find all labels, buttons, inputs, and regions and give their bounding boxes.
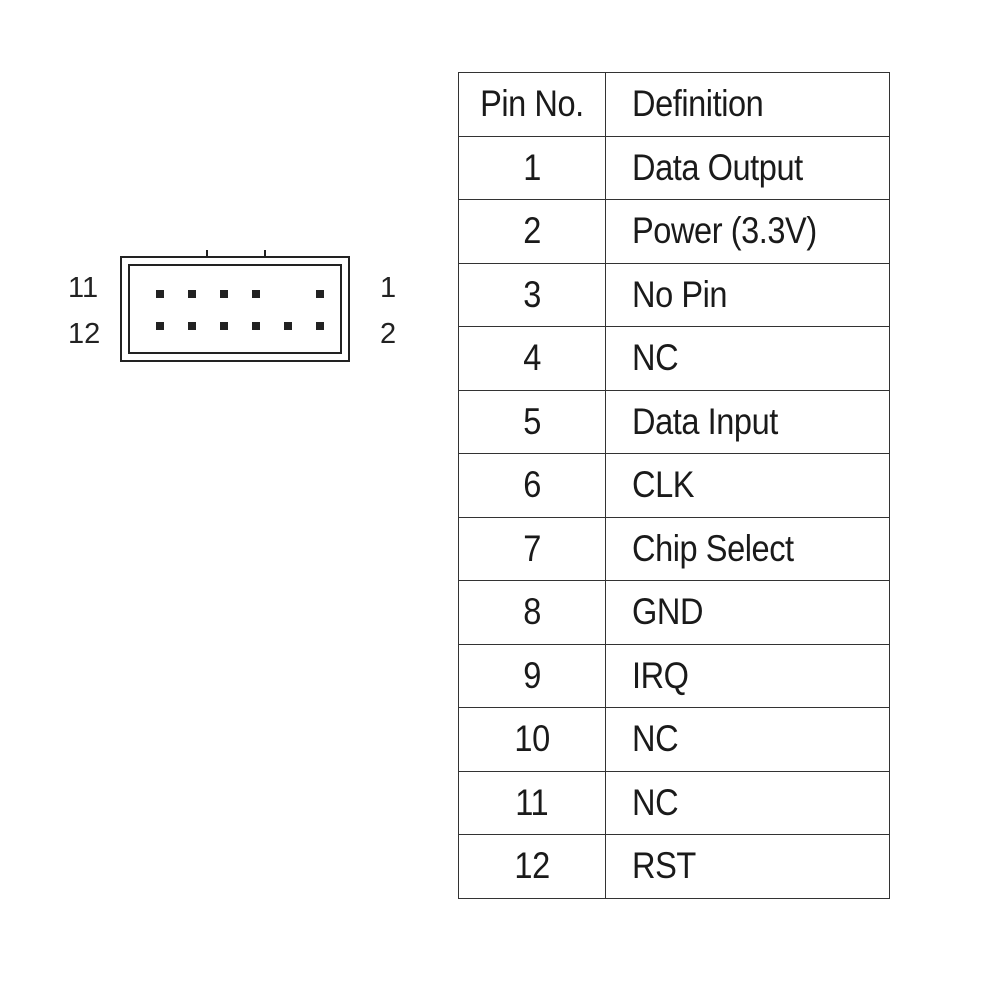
pin-number-cell: 11: [458, 770, 606, 835]
header-pin-dot: [252, 290, 260, 298]
pin-number-cell: 3: [458, 262, 606, 327]
pin-definition-cell: GND: [605, 580, 890, 645]
pin-number-cell: 10: [458, 707, 606, 772]
pin-definition-cell: Chip Select: [605, 516, 890, 581]
table-header-row: Pin No. Definition: [458, 72, 890, 137]
pin-number-cell: 7: [458, 516, 606, 581]
header-pin-dot: [252, 322, 260, 330]
pin-definition-cell: NC: [605, 326, 890, 391]
header-pin-dot: [316, 322, 324, 330]
pin-label-top-left: 11: [68, 272, 99, 304]
pin-number-cell: 2: [458, 199, 606, 264]
header-pin-dot: [220, 322, 228, 330]
pin-definition-cell: Data Output: [605, 135, 890, 200]
header-pin-dot: [188, 322, 196, 330]
header-definition: Definition: [605, 72, 890, 137]
pin-header-inner: [128, 264, 342, 354]
pin-definition-cell: Data Input: [605, 389, 890, 454]
pin-definition-cell: Power (3.3V): [605, 199, 890, 264]
pin-number-cell: 8: [458, 580, 606, 645]
pin-definition-cell: CLK: [605, 453, 890, 518]
header-pin-dot: [156, 322, 164, 330]
pin-label-bottom-right: 2: [380, 318, 397, 350]
header-pin-dot: [316, 290, 324, 298]
pin-definition-cell: NC: [605, 770, 890, 835]
header-key-notch: [206, 250, 266, 258]
pin-number-cell: 12: [458, 834, 606, 899]
pin-number-cell: 6: [458, 453, 606, 518]
pin-label-top-right: 1: [380, 272, 397, 304]
pin-number-cell: 1: [458, 135, 606, 200]
header-pin-dot: [220, 290, 228, 298]
header-pin-dot: [188, 290, 196, 298]
pin-number-cell: 9: [458, 643, 606, 708]
pin-number-cell: 5: [458, 389, 606, 454]
pin-definition-cell: IRQ: [605, 643, 890, 708]
pin-header-outline: [120, 250, 350, 362]
pin-number-cell: 4: [458, 326, 606, 391]
pin-definition-cell: No Pin: [605, 262, 890, 327]
header-pin-no: Pin No.: [458, 72, 606, 137]
pin-label-bottom-left: 12: [68, 318, 101, 350]
pin-definition-cell: NC: [605, 707, 890, 772]
connector-diagram: 11 12 1 2: [60, 250, 400, 370]
header-pin-dot: [284, 322, 292, 330]
pin-definition-cell: RST: [605, 834, 890, 899]
header-pin-dot: [156, 290, 164, 298]
